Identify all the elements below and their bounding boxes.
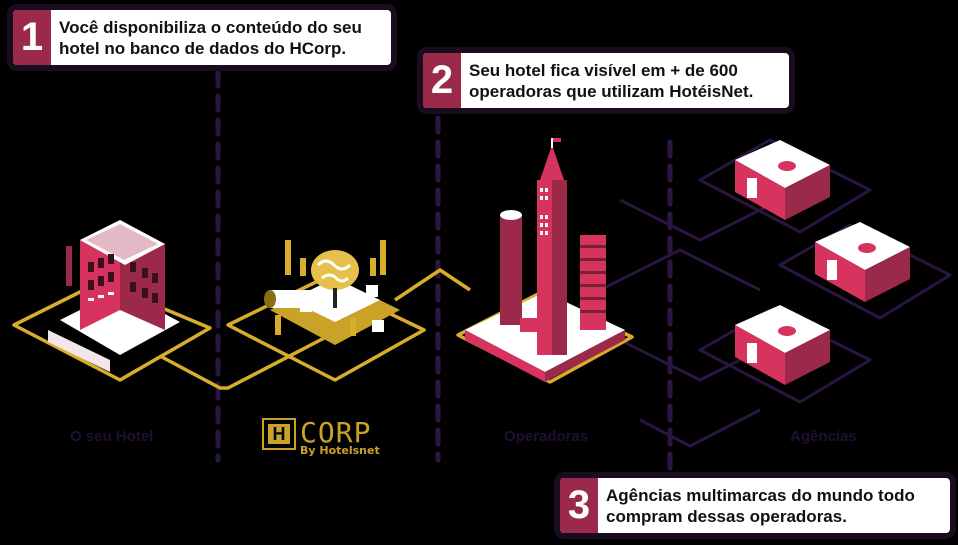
brain-database-icon [264,240,400,345]
step-2-text: Seu hotel fica visível em + de 600 opera… [469,61,754,101]
step-1-text: Você disponibiliza o conteúdo do seu hot… [59,18,362,58]
step-3-number: 3 [560,478,598,533]
hcorp-logo-tagline: By Hotelsnet [300,444,380,457]
agency-shop-icon [735,140,910,385]
stage-label-agencias: Agências [790,428,857,445]
hcorp-logo-word: CORP [300,416,372,449]
stage-label-operadoras: Operadoras [504,428,589,445]
hotel-building-icon [48,220,180,372]
step-2-callout: 2 Seu hotel fica visível em + de 600 ope… [423,53,789,108]
step-1-callout: 1 Você disponibiliza o conteúdo do seu h… [13,10,391,65]
stage-dividers [215,69,673,473]
hcorp-logo: H CORP By Hotelsnet [262,416,402,458]
stage-label-hotel: O seu Hotel [70,428,154,445]
skyscraper-city-icon [465,138,625,382]
step-3-callout: 3 Agências multimarcas do mundo todo com… [560,478,950,533]
step-1-number: 1 [13,10,51,65]
hcorp-logo-mark: H [262,418,296,450]
step-3-text: Agências multimarcas do mundo todo compr… [606,486,915,526]
step-2-number: 2 [423,53,461,108]
